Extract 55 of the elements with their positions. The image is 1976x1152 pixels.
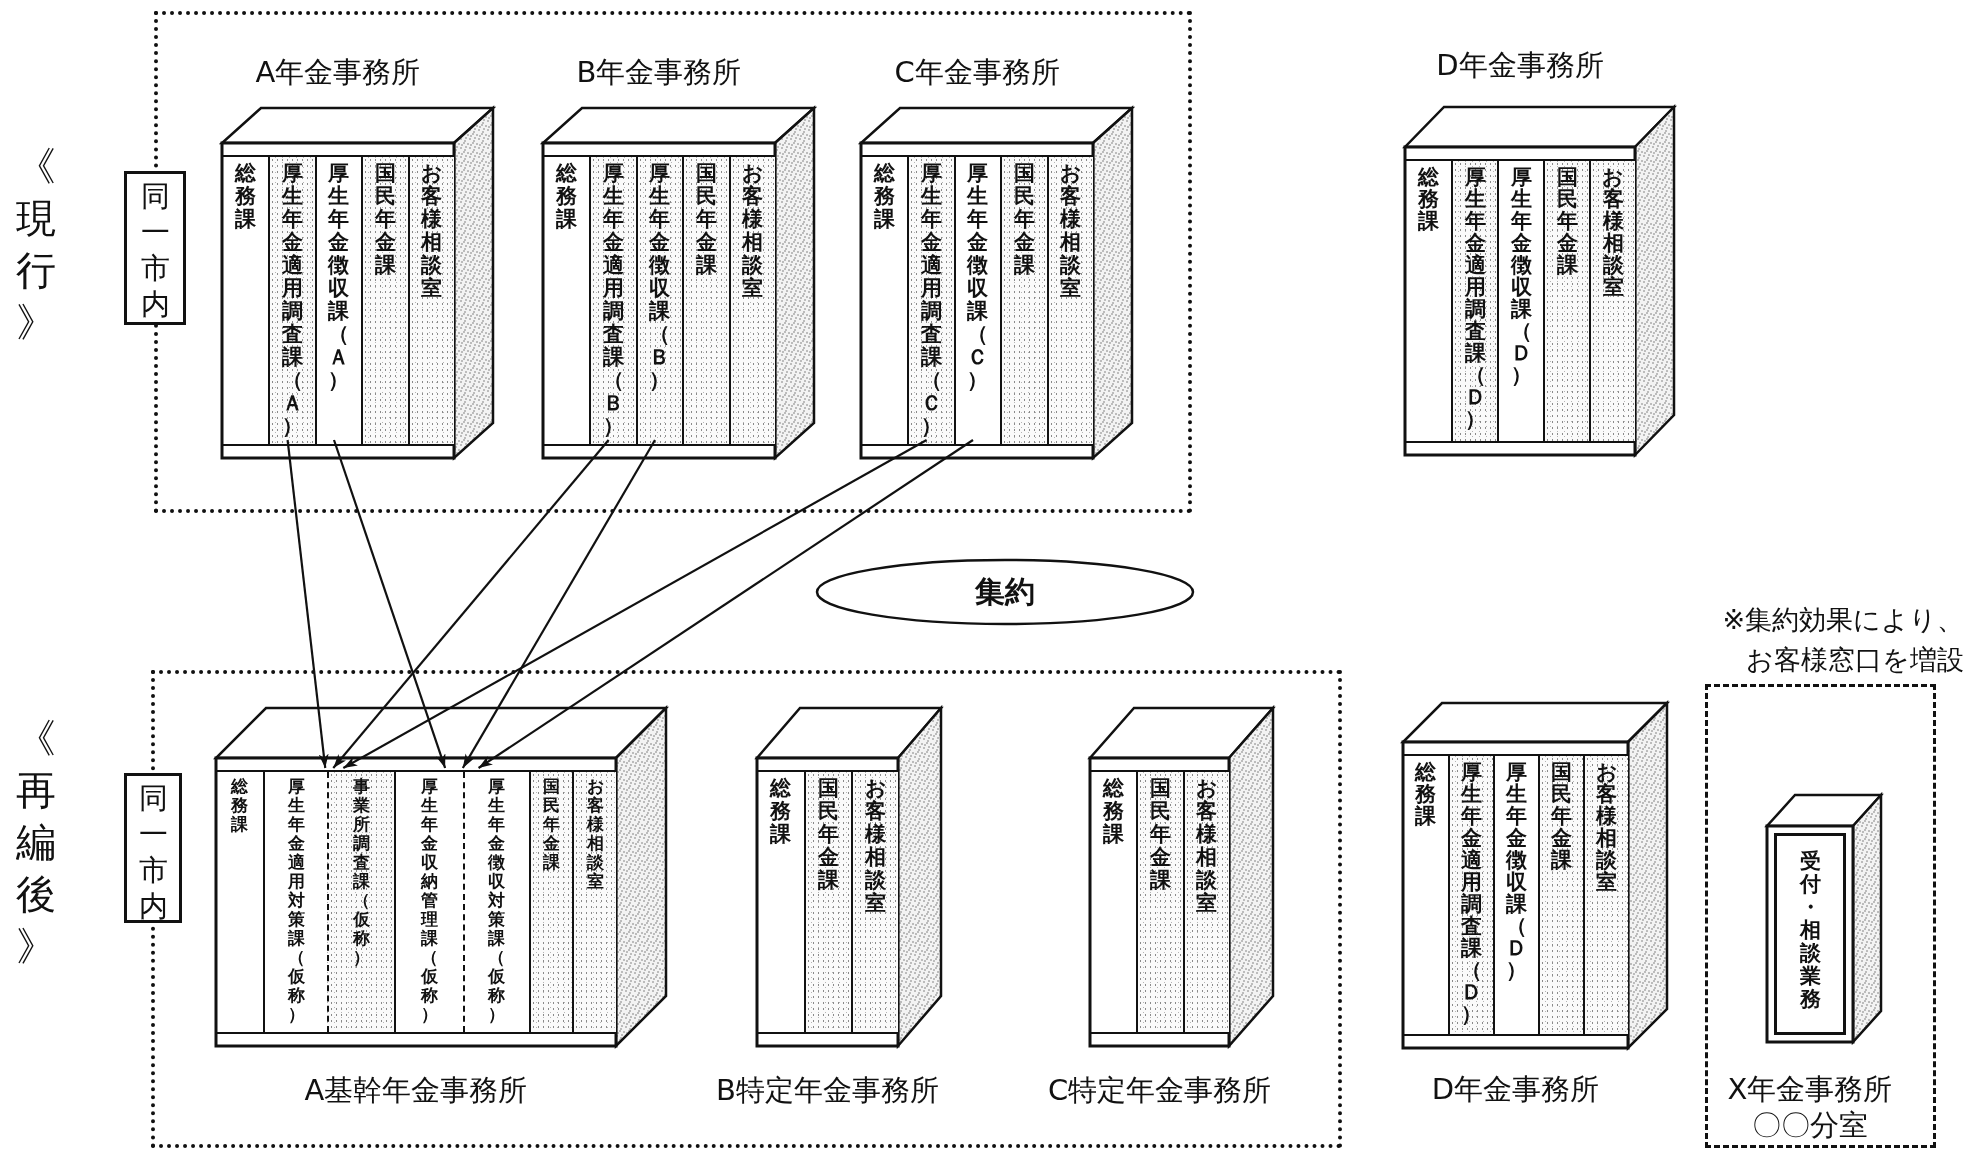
section-column: お客様相談室 [728,157,775,444]
section-column: 厚生年金適用調査課（Ｂ） [589,157,636,444]
section-column: 厚生年金収納管理課（仮称） [394,772,463,1032]
section-column: お客様相談室 [1046,157,1093,444]
office-title: C特定年金事務所 [1046,1072,1273,1108]
office-title: B年金事務所 [575,54,743,90]
office-title: A年金事務所 [254,54,422,90]
arrow [286,439,329,769]
section-column: 国民年金課 [682,157,729,444]
section-column: 総務課 [216,772,263,1032]
section-column: 総務課 [861,157,908,444]
group-frame [1705,684,1936,1148]
office-title: C年金事務所 [893,54,1061,90]
office-title: X年金事務所〇〇分室 [1726,1071,1894,1143]
arrow [461,439,656,769]
office-title: D年金事務所 [1430,1071,1601,1107]
arrow [342,439,928,769]
office-title: D年金事務所 [1435,47,1605,83]
section-column: 国民年金課 [804,772,851,1032]
section-column: お客様相談室 [1583,756,1628,1034]
boxed-label: 同一市内 [124,773,182,923]
office-title: A基幹年金事務所 [303,1072,529,1108]
oval-label: 集約 [815,558,1195,626]
vertical-heading: 《再編後》 [15,714,57,971]
section-column: 総務課 [1405,161,1451,441]
note-text: ※集約効果により、お客様窓口を増設 [1721,603,1964,677]
section-column: 厚生年金徴収課（Ｂ） [635,157,683,444]
section-column: 総務課 [543,157,590,444]
section-column: お客様相談室 [407,157,454,444]
section-column: 厚生年金適用調査課（Ｃ） [907,157,954,444]
section-column: 国民年金課 [1543,161,1589,441]
arrow [477,439,974,769]
section-column: 厚生年金適用調査課（Ｄ） [1451,161,1497,441]
section-column: 総務課 [1090,772,1137,1032]
section-column: 国民年金課 [1000,157,1047,444]
section-column: 総務課 [757,772,804,1032]
section-column: 国民年金課 [1538,756,1583,1034]
section-column: 国民年金課 [1136,772,1183,1032]
section-column: 国民年金課 [528,772,573,1032]
section-column: 総務課 [1403,756,1448,1034]
vertical-heading: 《現行》 [15,142,57,347]
section-column: 総務課 [222,157,269,444]
section-column: 受付・相談業務 [1774,833,1846,1035]
section-column: 厚生年金適用調査課（Ｄ） [1448,756,1493,1034]
section-column: 厚生年金適用調査課（Ａ） [268,157,315,444]
arrow [332,439,447,769]
section-column: お客様相談室 [1182,772,1229,1032]
section-column: お客様相談室 [851,772,898,1032]
section-column: 事業所調査課（仮称） [327,772,395,1032]
section-column: 国民年金課 [361,157,408,444]
section-column: お客様相談室 [572,772,616,1032]
arrow [332,439,610,769]
office-title: B特定年金事務所 [715,1072,940,1108]
boxed-label: 同一市内 [124,171,186,325]
section-column: お客様相談室 [1589,161,1635,441]
